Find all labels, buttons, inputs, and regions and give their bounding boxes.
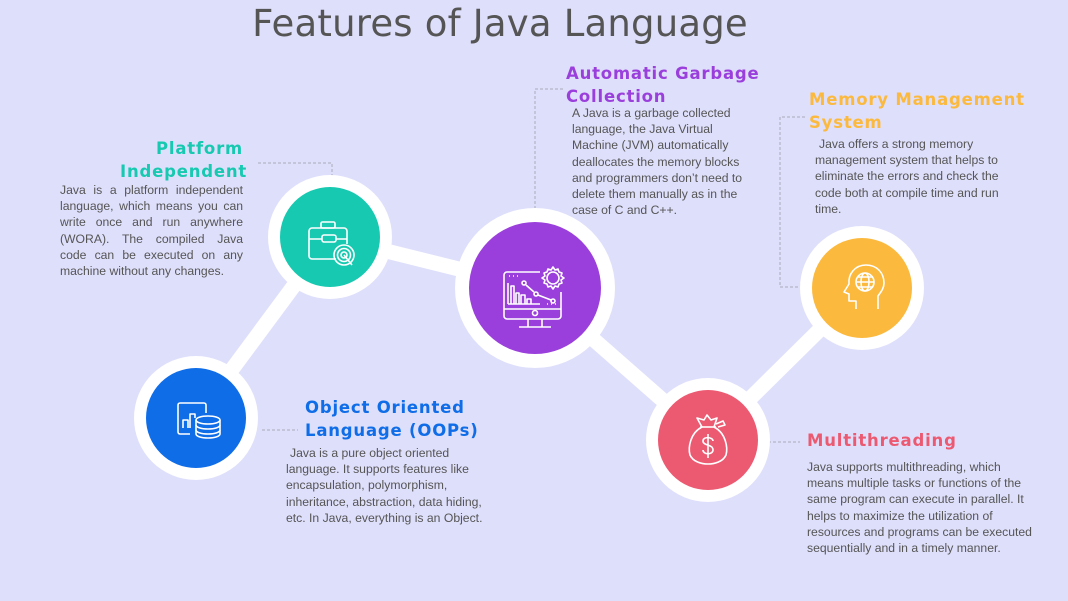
heading-platform-line2: Independent	[120, 162, 248, 181]
heading-oop: Object Oriented Language (OOPs)	[305, 396, 485, 442]
heading-gc-line1: Automatic Garbage	[566, 64, 760, 83]
chart-database-icon	[177, 402, 221, 439]
heading-memory-line2: System	[809, 113, 883, 132]
money-bag-icon	[688, 414, 728, 465]
heading-gc: Automatic Garbage Collection	[566, 62, 786, 108]
node-gc	[455, 208, 615, 368]
desc-platform: Java is a platform independent language,…	[60, 183, 243, 279]
leader-gc	[534, 88, 563, 218]
heading-oop-line1: Object Oriented	[305, 398, 465, 417]
node-multithreading	[646, 378, 770, 502]
heading-platform: Platform Independent	[120, 137, 248, 183]
head-globe-icon	[843, 264, 885, 309]
node-oop	[134, 356, 258, 480]
desc-gc: A Java is a garbage collected language, …	[572, 106, 743, 218]
heading-memory-line1: Memory Management	[809, 90, 1025, 109]
monitor-analytics-gear-icon	[503, 266, 565, 328]
briefcase-target-icon	[308, 221, 355, 266]
page-title: Features of Java Language	[252, 2, 748, 45]
heading-multithreading-line1: Multithreading	[807, 431, 957, 450]
node-memory	[800, 226, 924, 350]
heading-memory: Memory Management System	[809, 88, 1029, 134]
heading-gc-line2: Collection	[566, 87, 667, 106]
desc-oop: Java is a pure object oriented language.…	[286, 446, 483, 525]
heading-multithreading: Multithreading	[807, 429, 1007, 452]
node-platform	[268, 175, 392, 299]
heading-platform-line1: Platform	[155, 139, 243, 158]
desc-multithreading: Java supports multithreading, which mean…	[807, 460, 1032, 556]
heading-oop-line2: Language (OOPs)	[305, 421, 479, 440]
desc-memory: Java offers a strong memory management s…	[815, 137, 999, 216]
leader-memory	[779, 116, 805, 288]
